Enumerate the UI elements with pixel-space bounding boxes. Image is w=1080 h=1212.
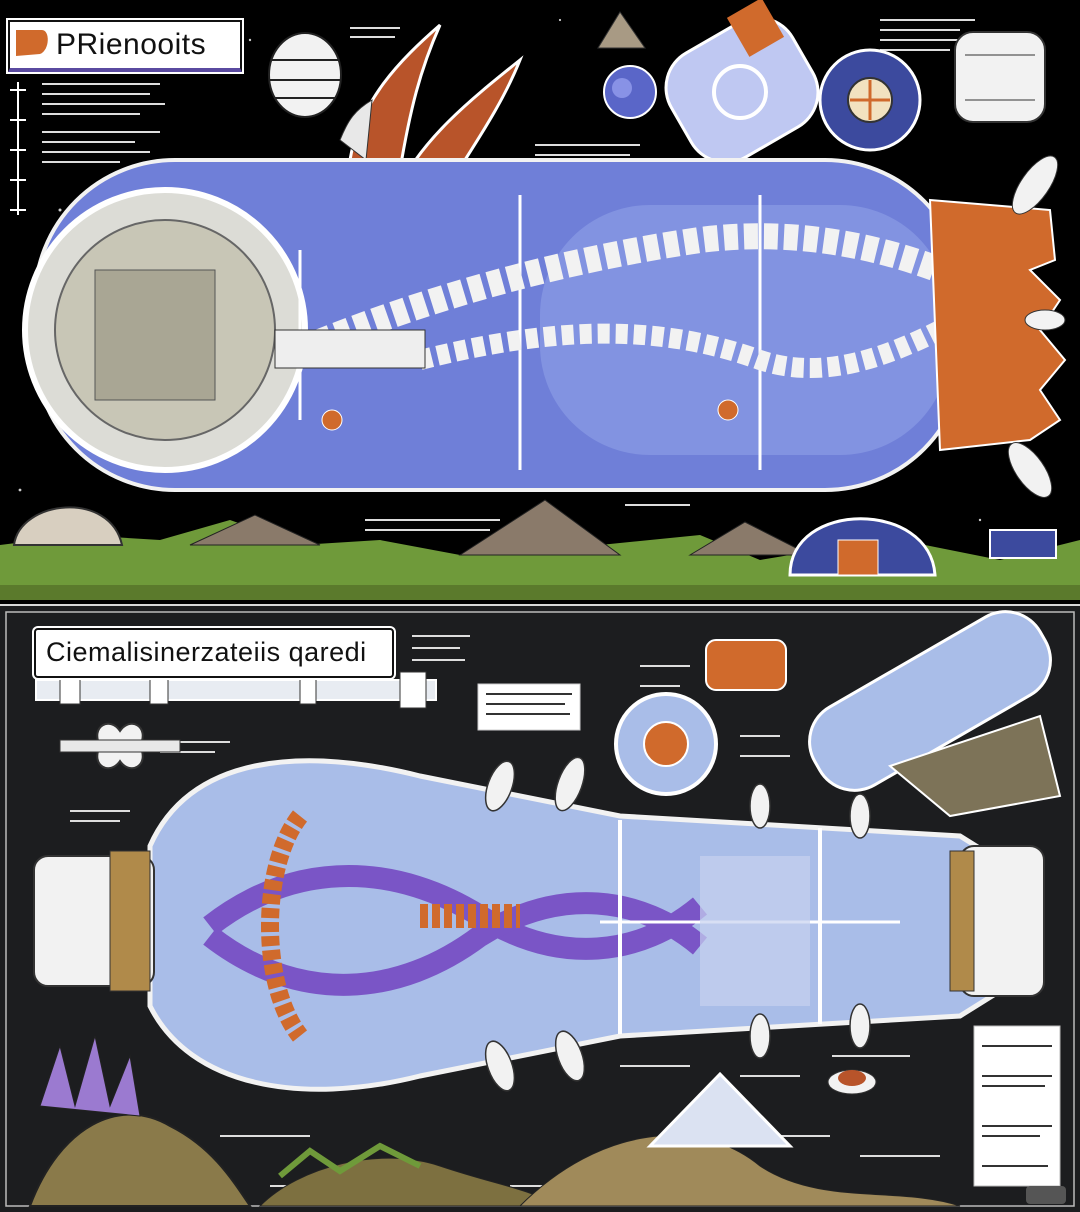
radar-dome-right	[788, 517, 937, 577]
orange-machine	[705, 639, 787, 691]
corner-badge	[1026, 1186, 1066, 1204]
top-title: PRienooits	[56, 28, 207, 61]
annotation-scale	[10, 82, 26, 215]
tail-fins	[928, 198, 1067, 452]
purple-orb	[603, 65, 657, 119]
gear-disc	[818, 48, 922, 152]
tail-spikes	[1007, 155, 1066, 498]
ground-bottom	[28, 1035, 961, 1207]
lantern-object	[268, 32, 342, 118]
capsule-pod	[664, 0, 820, 164]
flag-sign	[989, 529, 1057, 559]
bottom-title-box: Ciemalisinerzateiis qaredi	[34, 628, 394, 678]
flower-emblem	[59, 722, 181, 770]
top-title-box: PRienooits	[8, 20, 242, 72]
torpedo-module	[808, 610, 1062, 818]
bottom-title: Ciemalisinerzateiis qaredi	[46, 637, 367, 667]
rod-schematic	[35, 671, 437, 709]
bottom-panel	[0, 604, 1080, 1212]
main-hull-top	[22, 158, 967, 492]
bottom-illustration	[5, 610, 1075, 1207]
ship-module-top-right	[954, 31, 1046, 123]
pyramid-top	[597, 11, 646, 49]
main-hull-bottom	[33, 758, 1045, 1092]
spikes-bottom	[484, 756, 871, 1092]
top-illustration	[0, 0, 1080, 600]
top-panel: PRienooits	[0, 0, 1080, 600]
food-dish	[827, 1069, 877, 1095]
info-card	[477, 683, 581, 731]
info-panel-right	[973, 1025, 1061, 1187]
porthole	[614, 692, 718, 796]
dome-building-left	[12, 506, 124, 546]
annotation-text-lines	[42, 19, 975, 531]
orange-logo-icon	[16, 30, 48, 56]
